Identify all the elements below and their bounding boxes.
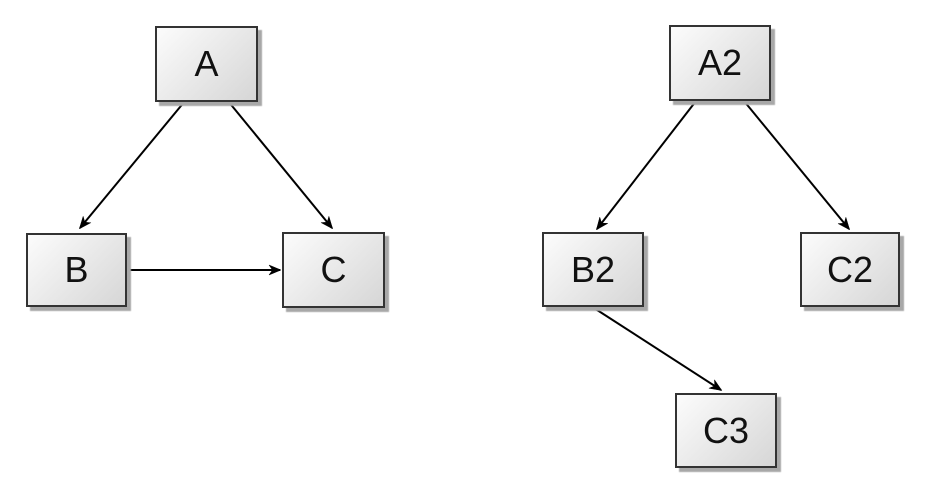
edge-A-C xyxy=(227,100,333,230)
node-B-label: B xyxy=(64,249,89,290)
edge-B2-C3 xyxy=(593,307,723,391)
edge-A-B xyxy=(79,100,186,230)
edge-A2-C2 xyxy=(743,100,850,231)
node-A2-label: A2 xyxy=(697,42,743,83)
node-C2-label: C2 xyxy=(826,248,874,290)
node-C[interactable]: C xyxy=(282,232,385,308)
edge-A2-B2 xyxy=(596,100,697,231)
node-B2-label: B2 xyxy=(570,248,616,290)
node-C3-label: C3 xyxy=(702,409,750,451)
node-C-label: C xyxy=(320,249,347,290)
node-B[interactable]: B xyxy=(26,233,127,307)
node-B2[interactable]: B2 xyxy=(542,232,644,307)
node-A2[interactable]: A2 xyxy=(669,25,771,101)
node-A-label: A xyxy=(194,43,219,84)
node-C2[interactable]: C2 xyxy=(800,232,900,307)
node-A[interactable]: A xyxy=(155,26,258,102)
node-C3[interactable]: C3 xyxy=(675,393,777,468)
